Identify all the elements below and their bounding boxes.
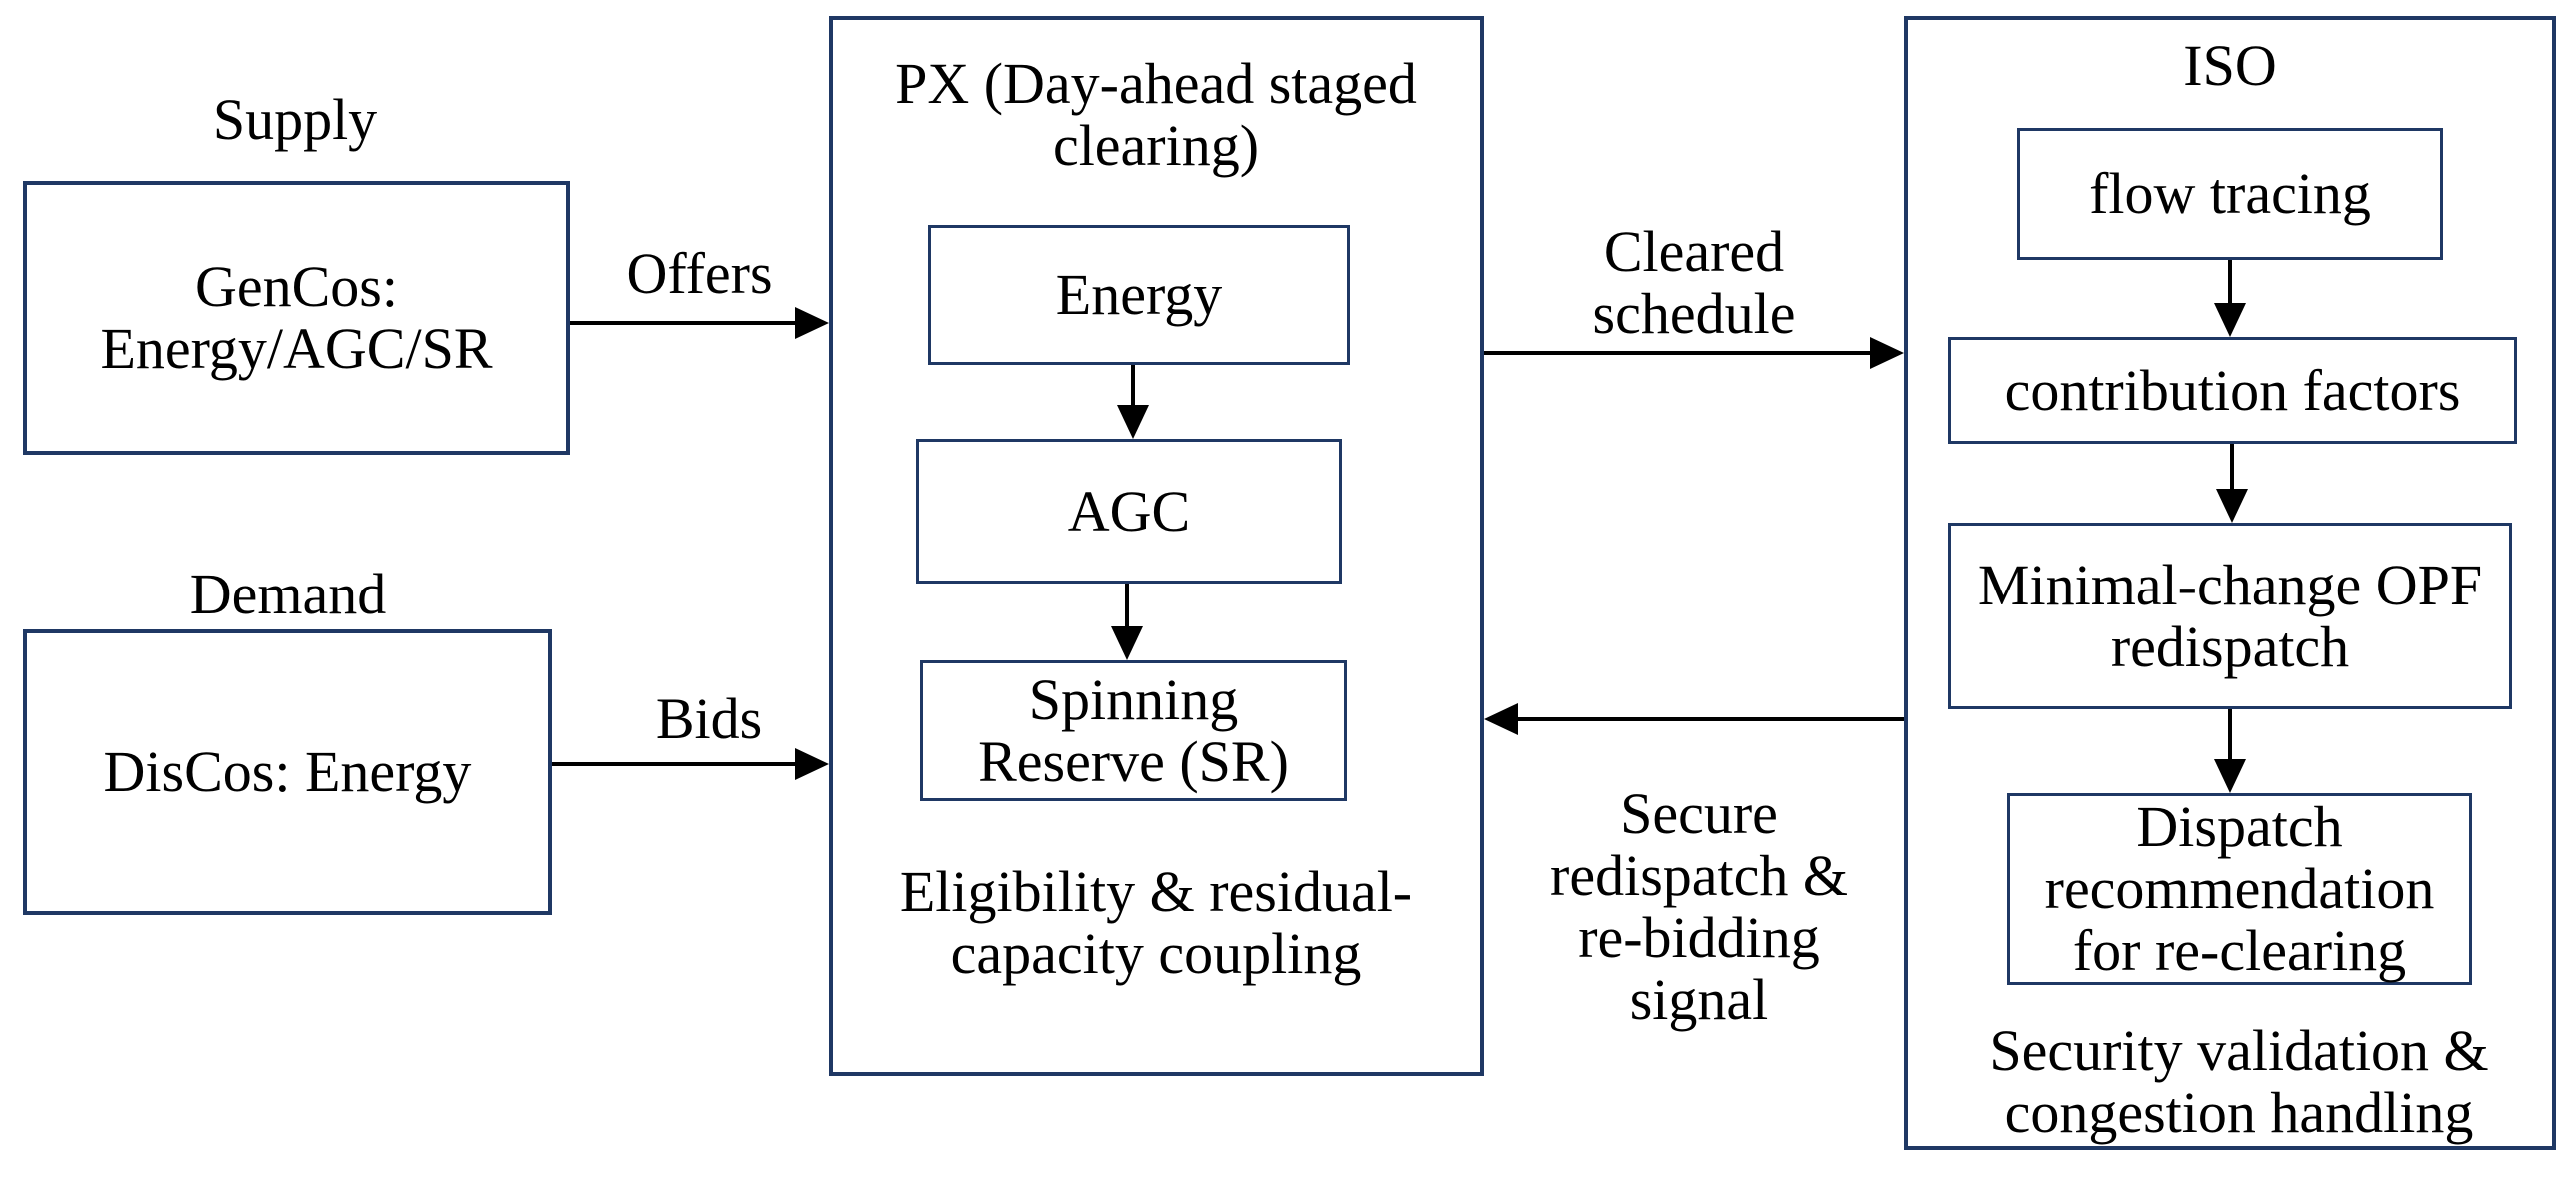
iso-step-contribution-factors-box: contribution factors — [1948, 337, 2517, 444]
iso-step-flow-tracing-box: flow tracing — [2017, 128, 2443, 260]
secure-redispatch-arrow-shaft — [1518, 717, 1904, 721]
opf-to-dispatch-arrow-shaft — [2228, 709, 2232, 761]
agc-to-sr-arrow-head-icon — [1111, 626, 1143, 660]
agc-to-sr-arrow-shaft — [1125, 584, 1129, 628]
iso-step-opf-redispatch-box: Minimal-change OPF redispatch — [1948, 523, 2512, 709]
offers-label: Offers — [626, 241, 773, 306]
px-stage-energy-box: Energy — [928, 225, 1350, 365]
iso-title: ISO — [2183, 33, 2277, 98]
supply-label: Supply — [212, 87, 378, 152]
flow-to-contribution-arrow-head-icon — [2214, 303, 2246, 337]
bids-label: Bids — [655, 686, 763, 751]
px-title: PX (Day-ahead staged clearing) — [895, 51, 1417, 178]
bids-arrow-head-icon — [795, 748, 829, 780]
opf-to-dispatch-arrow-head-icon — [2214, 759, 2246, 793]
px-stage-sr-box: Spinning Reserve (SR) — [920, 660, 1347, 801]
cleared-schedule-arrow-shaft — [1484, 351, 1870, 355]
energy-to-agc-arrow-head-icon — [1117, 405, 1149, 439]
energy-to-agc-arrow-shaft — [1131, 365, 1135, 407]
discos-box: DisCos: Energy — [23, 629, 552, 915]
cleared-schedule-label: Cleared schedule — [1592, 219, 1796, 346]
bids-arrow-shaft — [552, 762, 795, 766]
iso-note: Security validation & congestion handlin… — [1989, 1018, 2489, 1145]
px-note: Eligibility & residual- capacity couplin… — [899, 859, 1413, 986]
contribution-to-opf-arrow-head-icon — [2216, 489, 2248, 523]
contribution-to-opf-arrow-shaft — [2230, 444, 2234, 491]
offers-arrow-head-icon — [795, 307, 829, 339]
iso-step-dispatch-recommendation-box: Dispatch recommendation for re-clearing — [2007, 793, 2472, 985]
demand-label: Demand — [189, 562, 387, 626]
offers-arrow-shaft — [570, 321, 795, 325]
cleared-schedule-arrow-head-icon — [1870, 337, 1904, 369]
gencos-box: GenCos: Energy/AGC/SR — [23, 181, 570, 455]
secure-redispatch-label: Secure redispatch & re-bidding signal — [1550, 781, 1848, 1032]
flow-to-contribution-arrow-shaft — [2228, 260, 2232, 305]
secure-redispatch-arrow-head-icon — [1484, 703, 1518, 735]
px-stage-agc-box: AGC — [916, 439, 1342, 584]
